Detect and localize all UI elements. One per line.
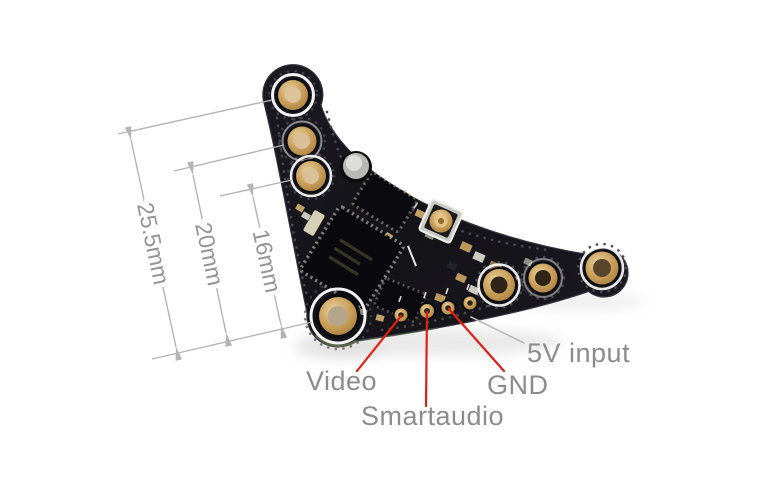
pad-label-smartaudio: Smartaudio xyxy=(361,401,504,431)
push-button xyxy=(340,151,372,183)
pad-label-gnd: GND xyxy=(487,370,549,400)
witness-line-hole3 xyxy=(219,179,293,197)
ufl-antenna-connector xyxy=(418,198,464,244)
pad-silkscreen-marks xyxy=(398,283,470,303)
dimension-label-16mm: 16mm xyxy=(248,227,287,295)
pad-label-5v-input: 5V input xyxy=(527,338,630,368)
dimension-line xyxy=(187,161,232,347)
dimension-line xyxy=(124,126,183,361)
chip-marking xyxy=(328,238,373,277)
pad-annotations: Video Smartaudio GND 5V input xyxy=(306,307,630,431)
witness-line-baseline xyxy=(151,321,313,360)
mounting-hole-right-2 xyxy=(523,258,563,298)
mounting-hole-top-3 xyxy=(289,154,333,198)
leader-line-gnd xyxy=(447,307,506,373)
pcb-substrate-edge xyxy=(315,334,357,348)
leader-line-video xyxy=(355,314,403,373)
leader-line-5v-input xyxy=(470,316,525,344)
main-chip xyxy=(299,205,405,311)
mounting-hole-right-1 xyxy=(477,263,521,307)
dimension-20mm: 20mm xyxy=(186,161,233,347)
witness-line-hole2 xyxy=(173,144,285,172)
dimension-label-20mm: 20mm xyxy=(190,220,229,288)
mounting-hole-bottom-left xyxy=(309,287,367,345)
mounting-hole-top-1 xyxy=(271,73,315,117)
dimension-16mm: 16mm xyxy=(243,183,291,339)
pad-5v xyxy=(461,294,479,312)
dimension-line xyxy=(246,183,288,339)
dimension-label-25-5mm: 25.5mm xyxy=(132,200,175,287)
dimension-25-5mm: 25.5mm xyxy=(124,126,183,361)
leader-line-smartaudio xyxy=(424,310,429,408)
witness-line-hole1 xyxy=(117,99,273,135)
mounting-hole-right-3 xyxy=(579,245,625,291)
rf-chip xyxy=(351,171,419,233)
mounting-hole-top-2 xyxy=(281,120,323,162)
pad-label-video: Video xyxy=(306,366,377,396)
